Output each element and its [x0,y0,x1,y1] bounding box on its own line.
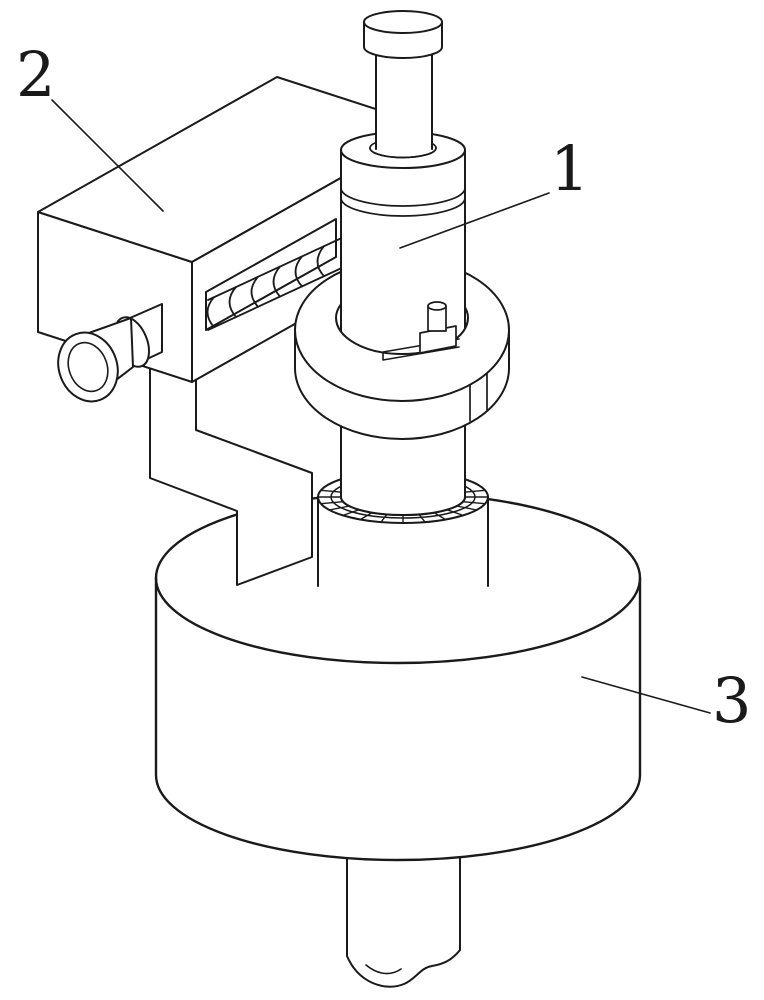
drum-top-rim [154,576,642,665]
ring-bore-front-rim [335,317,469,355]
drawing-root: 1 2 3 [16,10,751,988]
screw-thread-5 [294,255,303,288]
knob-end-face [57,331,119,403]
leader-line-2 [51,99,164,212]
support-bracket [149,359,313,586]
shaft-body [346,844,461,988]
screw-thread-4 [272,265,281,298]
callouts: 1 2 3 [16,38,751,737]
knob-face-rim [67,341,109,393]
piston-rod [369,41,437,159]
shaft-break-wave [365,964,402,975]
label-1: 1 [550,132,589,205]
screw-slot [205,218,337,331]
screw-bottom-edge [207,265,347,331]
label-3: 3 [712,664,751,737]
ring-bottom-front-rim [294,367,510,440]
ring-annulus-fill [295,318,509,401]
locking-pin [419,301,457,354]
ring-wall-fill [295,330,509,439]
output-shaft [346,844,461,988]
rod-entry-hole-front [369,147,437,159]
label-2: 2 [16,38,55,111]
hand-knob [57,303,163,403]
cylinder-band-upper [340,187,466,207]
cap-top-front-rim [363,21,443,34]
ring-top-front-rim [294,329,510,402]
cylinder-band-lower [340,197,466,217]
pin-top-rim [427,305,447,311]
leader-line-1 [399,192,550,249]
screw-thread-3 [250,275,259,308]
cap-body [363,10,443,59]
rod-fill [376,42,432,152]
rod-cap [363,10,443,59]
bearing-hatch-ticks [317,489,489,524]
screw-thread-2 [228,286,237,318]
screw-thread-6 [316,245,325,278]
pin-body [427,301,447,332]
bracket-plate [149,359,313,586]
cylinder-top-front-rim [340,149,466,169]
clamp-ring-front [294,317,510,440]
screw-thread-1 [206,296,215,329]
leader-line-3 [581,676,711,714]
base-drum [154,491,642,862]
